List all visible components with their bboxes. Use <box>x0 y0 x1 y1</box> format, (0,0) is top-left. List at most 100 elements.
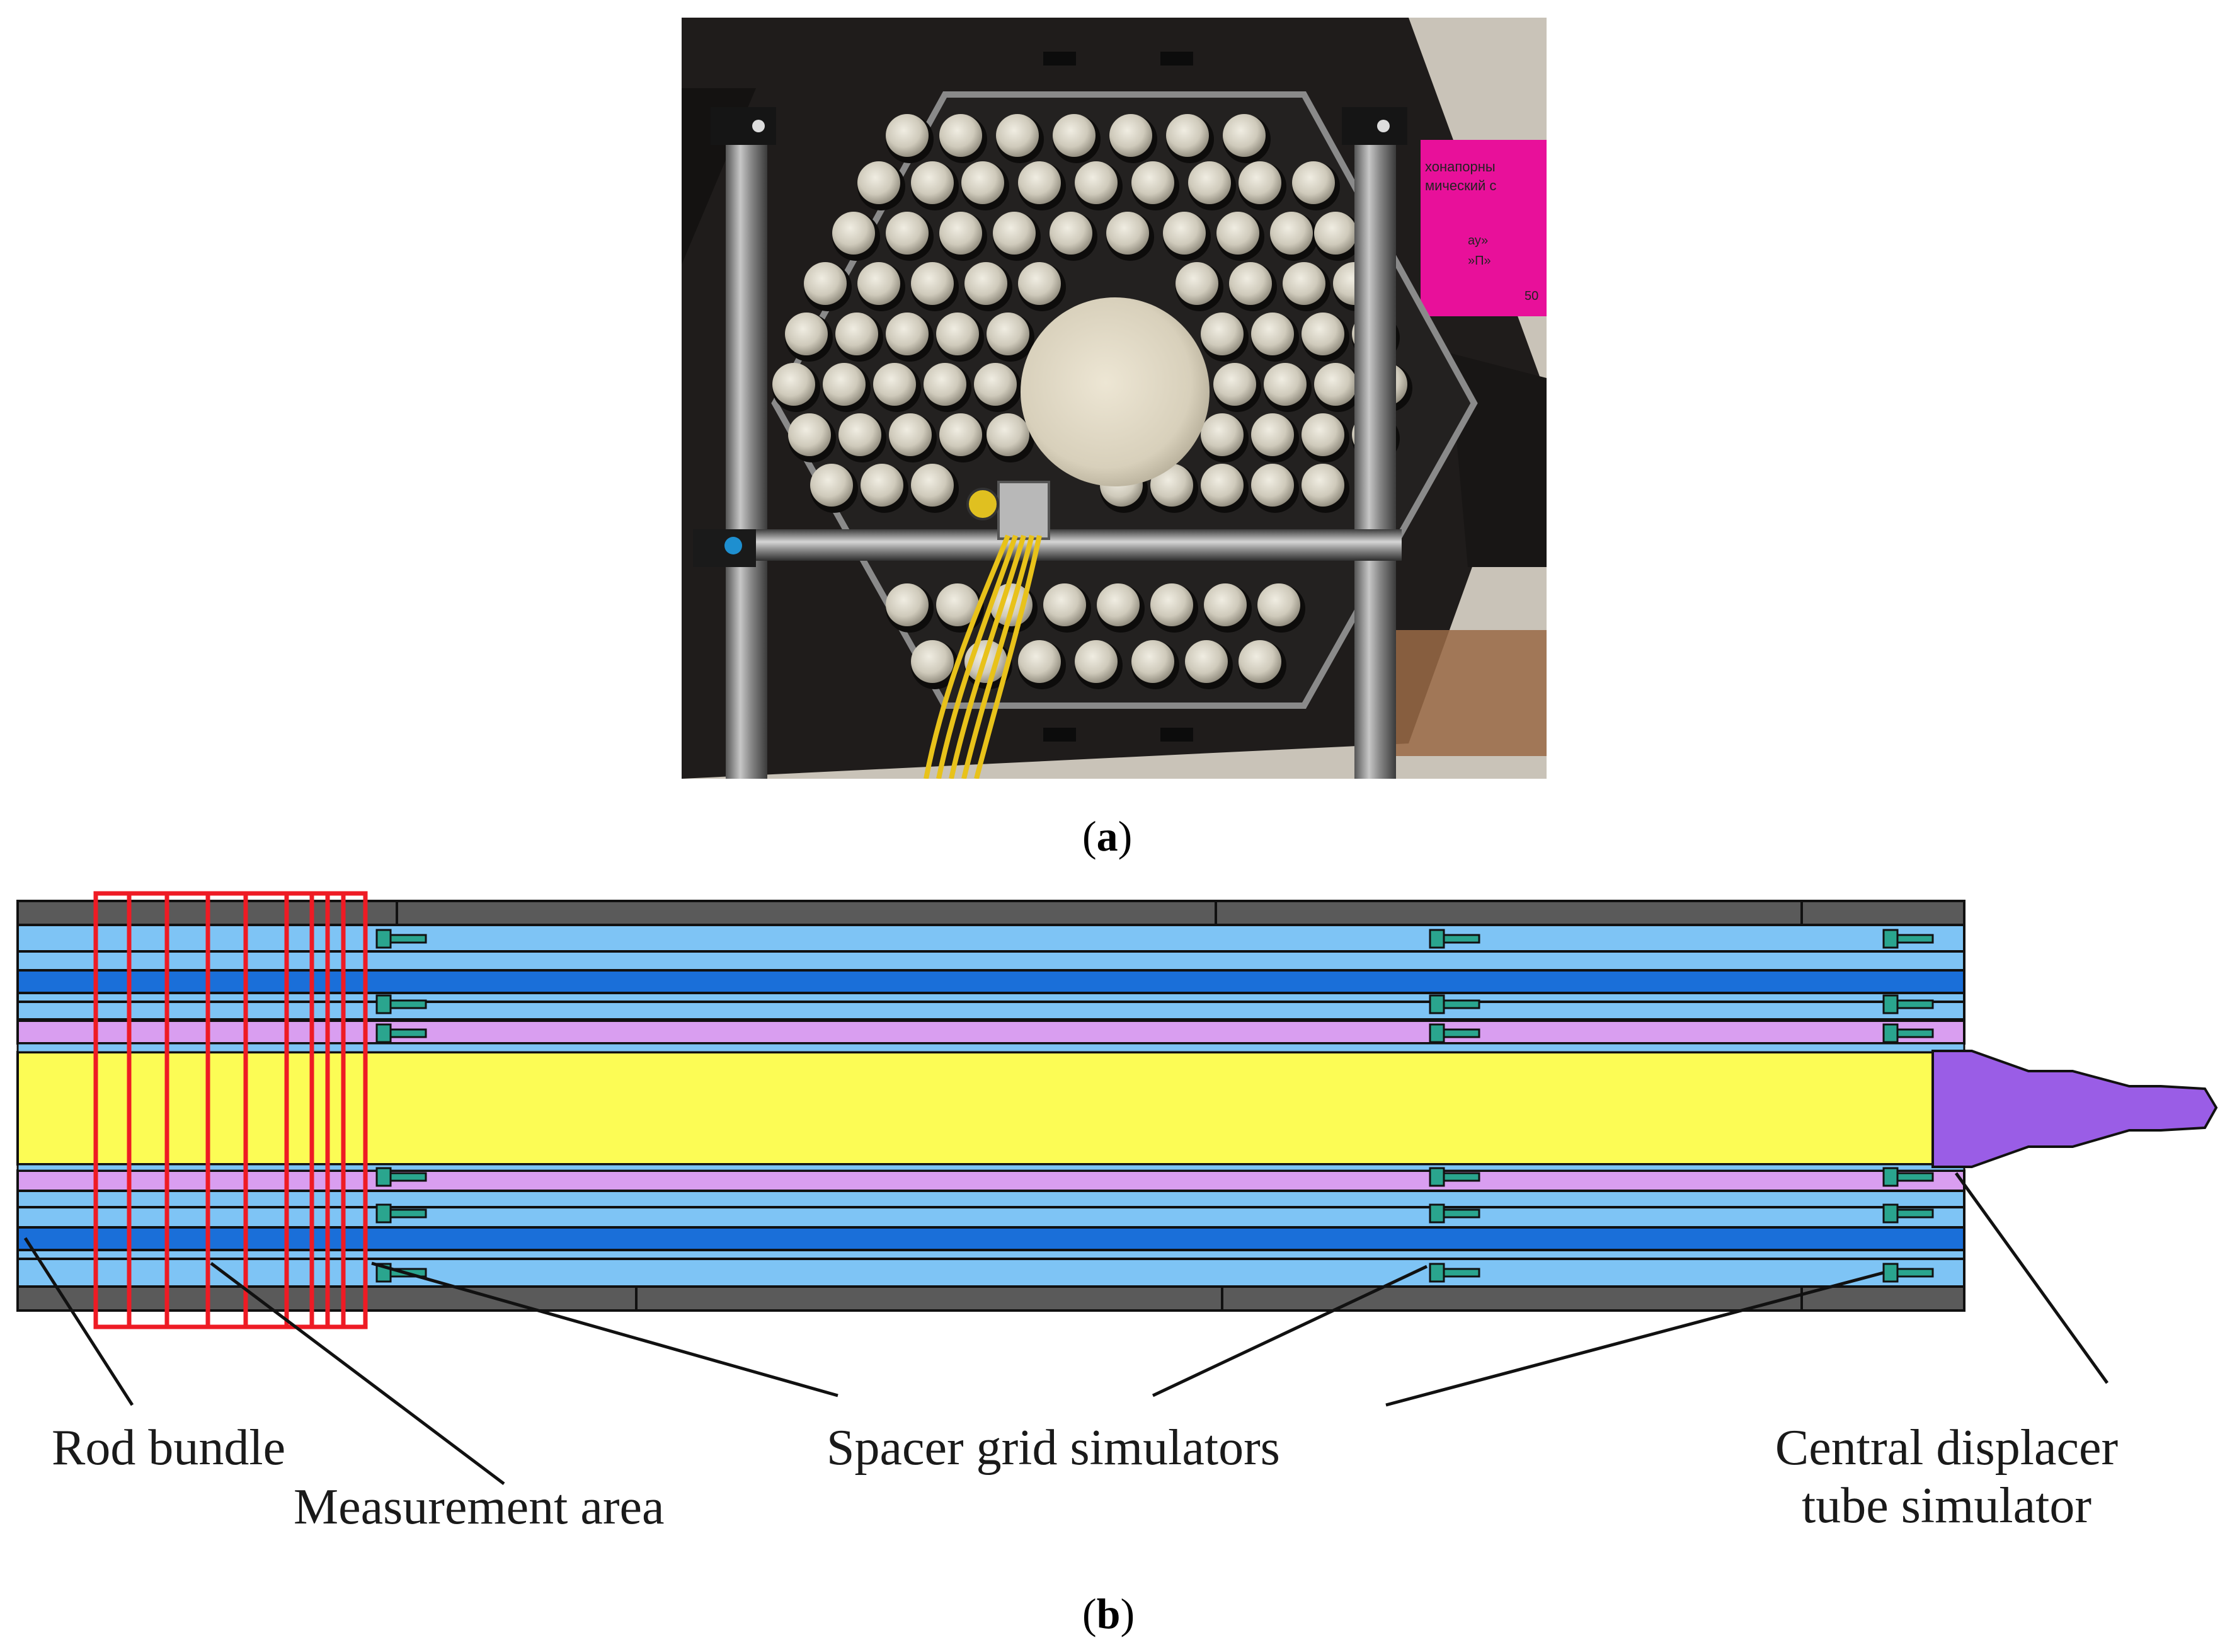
rod-end <box>987 313 1029 355</box>
sign-text-1: хонапорны <box>1425 159 1496 175</box>
rod-end <box>939 114 982 157</box>
rod-end <box>1251 313 1294 355</box>
rod-end <box>1251 464 1294 507</box>
spacer-grid-marker <box>375 929 392 949</box>
rod-end <box>974 363 1017 406</box>
spacer-grid-arm <box>1896 1268 1934 1278</box>
rod-end <box>961 161 1004 204</box>
rod-end <box>1239 161 1281 204</box>
spacer-grid-marker <box>1429 929 1445 949</box>
rod-end <box>857 262 900 305</box>
rod-end <box>939 212 982 255</box>
rod-end <box>987 413 1029 456</box>
spacer-grid-arm <box>1896 934 1934 944</box>
rod-end <box>886 212 929 255</box>
rod-end <box>1251 413 1294 456</box>
spacer-grid-marker <box>1882 994 1899 1014</box>
rod-end <box>889 413 932 456</box>
central-displacer-label-line2: tube simulator <box>1802 1478 2091 1534</box>
rod-end <box>832 212 875 255</box>
spacer-grid-arm <box>389 999 427 1009</box>
rod-end <box>1150 583 1193 626</box>
rod-end <box>1201 313 1244 355</box>
spacer-grid-marker <box>1882 1203 1899 1224</box>
sign-text-2: мический с <box>1425 178 1496 193</box>
spacer-grid-arm <box>1443 1208 1480 1219</box>
rod-end <box>1131 161 1174 204</box>
rod-end <box>1131 640 1174 683</box>
rod-end <box>861 464 903 507</box>
rod-end <box>1176 262 1218 305</box>
rod-end <box>857 161 900 204</box>
rod-end <box>1239 640 1281 683</box>
fuel-rod-simulators <box>772 114 1412 689</box>
rod-end <box>1018 161 1061 204</box>
rod-end <box>886 114 929 157</box>
rod-end <box>1166 114 1209 157</box>
rod-end <box>1109 114 1152 157</box>
central-displacer-rod <box>1021 297 1210 486</box>
rod-end <box>1264 363 1307 406</box>
spacer-grid-arm <box>389 1208 427 1219</box>
rod-end <box>1053 114 1096 157</box>
spacer-grid-arm <box>1443 1028 1480 1038</box>
central-displacer-label-line1: Central displacer <box>1775 1420 2119 1476</box>
leader-lines <box>23 1172 2109 1485</box>
rod-end <box>911 640 954 683</box>
rod-end <box>804 262 847 305</box>
spacer-grid-arm <box>1443 1268 1480 1278</box>
spacer-grid-marker <box>375 1167 392 1187</box>
rod-end <box>1050 212 1092 255</box>
spacer-grids <box>375 929 1934 1283</box>
rod-end <box>1283 262 1325 305</box>
rod-end <box>939 413 982 456</box>
spacer-grid-arm <box>1896 1172 1934 1182</box>
spacer-grid-arm <box>1443 934 1480 944</box>
rod-end <box>1302 464 1344 507</box>
rod-end <box>1075 161 1118 204</box>
magenta-sign <box>1421 140 1547 316</box>
spacer-grid-marker <box>1429 994 1445 1014</box>
spacer-grid-arm <box>1443 999 1480 1009</box>
rod-end <box>1018 640 1061 683</box>
spacer-grid-marker <box>375 1023 392 1043</box>
spacer-grid-marker <box>1429 1023 1445 1043</box>
rod-end <box>1163 212 1206 255</box>
spacer-grid-marker <box>1429 1203 1445 1224</box>
spacer-grid-arm <box>1896 999 1934 1009</box>
spacer-grid-simulators-label: Spacer grid simulators <box>827 1420 1280 1476</box>
rod-end <box>1229 262 1272 305</box>
spacer-grid-marker <box>1882 1023 1899 1043</box>
spacer-grid-marker <box>375 1203 392 1224</box>
spacer-grid-marker <box>375 994 392 1014</box>
left-lead-screw <box>726 126 767 779</box>
spacer-grid-marker <box>1429 1167 1445 1187</box>
spacer-grid-arm <box>389 934 427 944</box>
right-lead-screw <box>1354 126 1396 779</box>
caption-b: (b) <box>1082 1590 1135 1638</box>
rod-end <box>911 161 954 204</box>
rod-bundle-label: Rod bundle <box>52 1420 286 1476</box>
rod-end <box>1270 212 1313 255</box>
rod-end <box>1223 114 1266 157</box>
rod-end <box>1201 464 1244 507</box>
measurement-area-label: Measurement area <box>294 1479 665 1535</box>
spacer-grid-marker <box>1882 929 1899 949</box>
spacer-grid-arm <box>389 1028 427 1038</box>
rod-end <box>1043 583 1086 626</box>
rod-end <box>838 413 881 456</box>
rod-end <box>873 363 916 406</box>
rod-end <box>1302 413 1344 456</box>
rod-end <box>1314 212 1357 255</box>
rod-end <box>1185 640 1228 683</box>
rod-end <box>924 363 966 406</box>
rod-end <box>785 313 828 355</box>
rod-end <box>1213 363 1256 406</box>
rod-end <box>936 313 979 355</box>
displacer-nose <box>1931 1050 2218 1168</box>
rod-end <box>772 363 815 406</box>
rod-end <box>835 313 878 355</box>
rod-end <box>788 413 831 456</box>
